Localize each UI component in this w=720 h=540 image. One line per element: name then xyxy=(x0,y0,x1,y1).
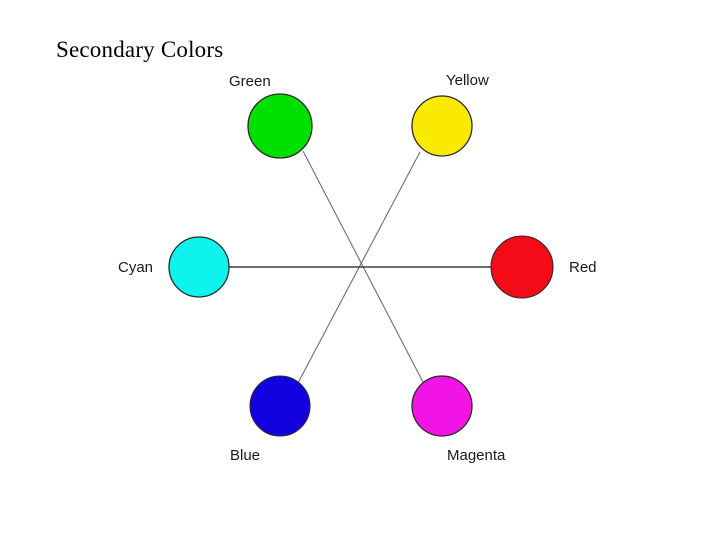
page-title: Secondary Colors xyxy=(56,37,224,62)
circle-yellow[interactable] xyxy=(411,95,473,157)
node-magenta[interactable] xyxy=(411,375,473,437)
node-label-cyan: Cyan xyxy=(118,259,154,276)
node-label-yellow: Yellow xyxy=(446,72,489,89)
circle-magenta[interactable] xyxy=(411,375,473,437)
node-label-green: Green xyxy=(229,73,271,90)
circle-green[interactable] xyxy=(247,93,313,159)
node-label-red: Red xyxy=(569,259,597,276)
node-label-magenta: Magenta xyxy=(447,447,506,464)
node-green[interactable] xyxy=(247,93,313,159)
connection-lines xyxy=(228,150,492,385)
node-yellow[interactable] xyxy=(411,95,473,157)
node-red[interactable] xyxy=(490,235,554,299)
circle-cyan[interactable] xyxy=(168,236,230,298)
node-cyan[interactable] xyxy=(168,236,230,298)
circle-red[interactable] xyxy=(490,235,554,299)
circle-blue[interactable] xyxy=(249,375,311,437)
node-label-blue: Blue xyxy=(230,447,261,464)
node-blue[interactable] xyxy=(249,375,311,437)
